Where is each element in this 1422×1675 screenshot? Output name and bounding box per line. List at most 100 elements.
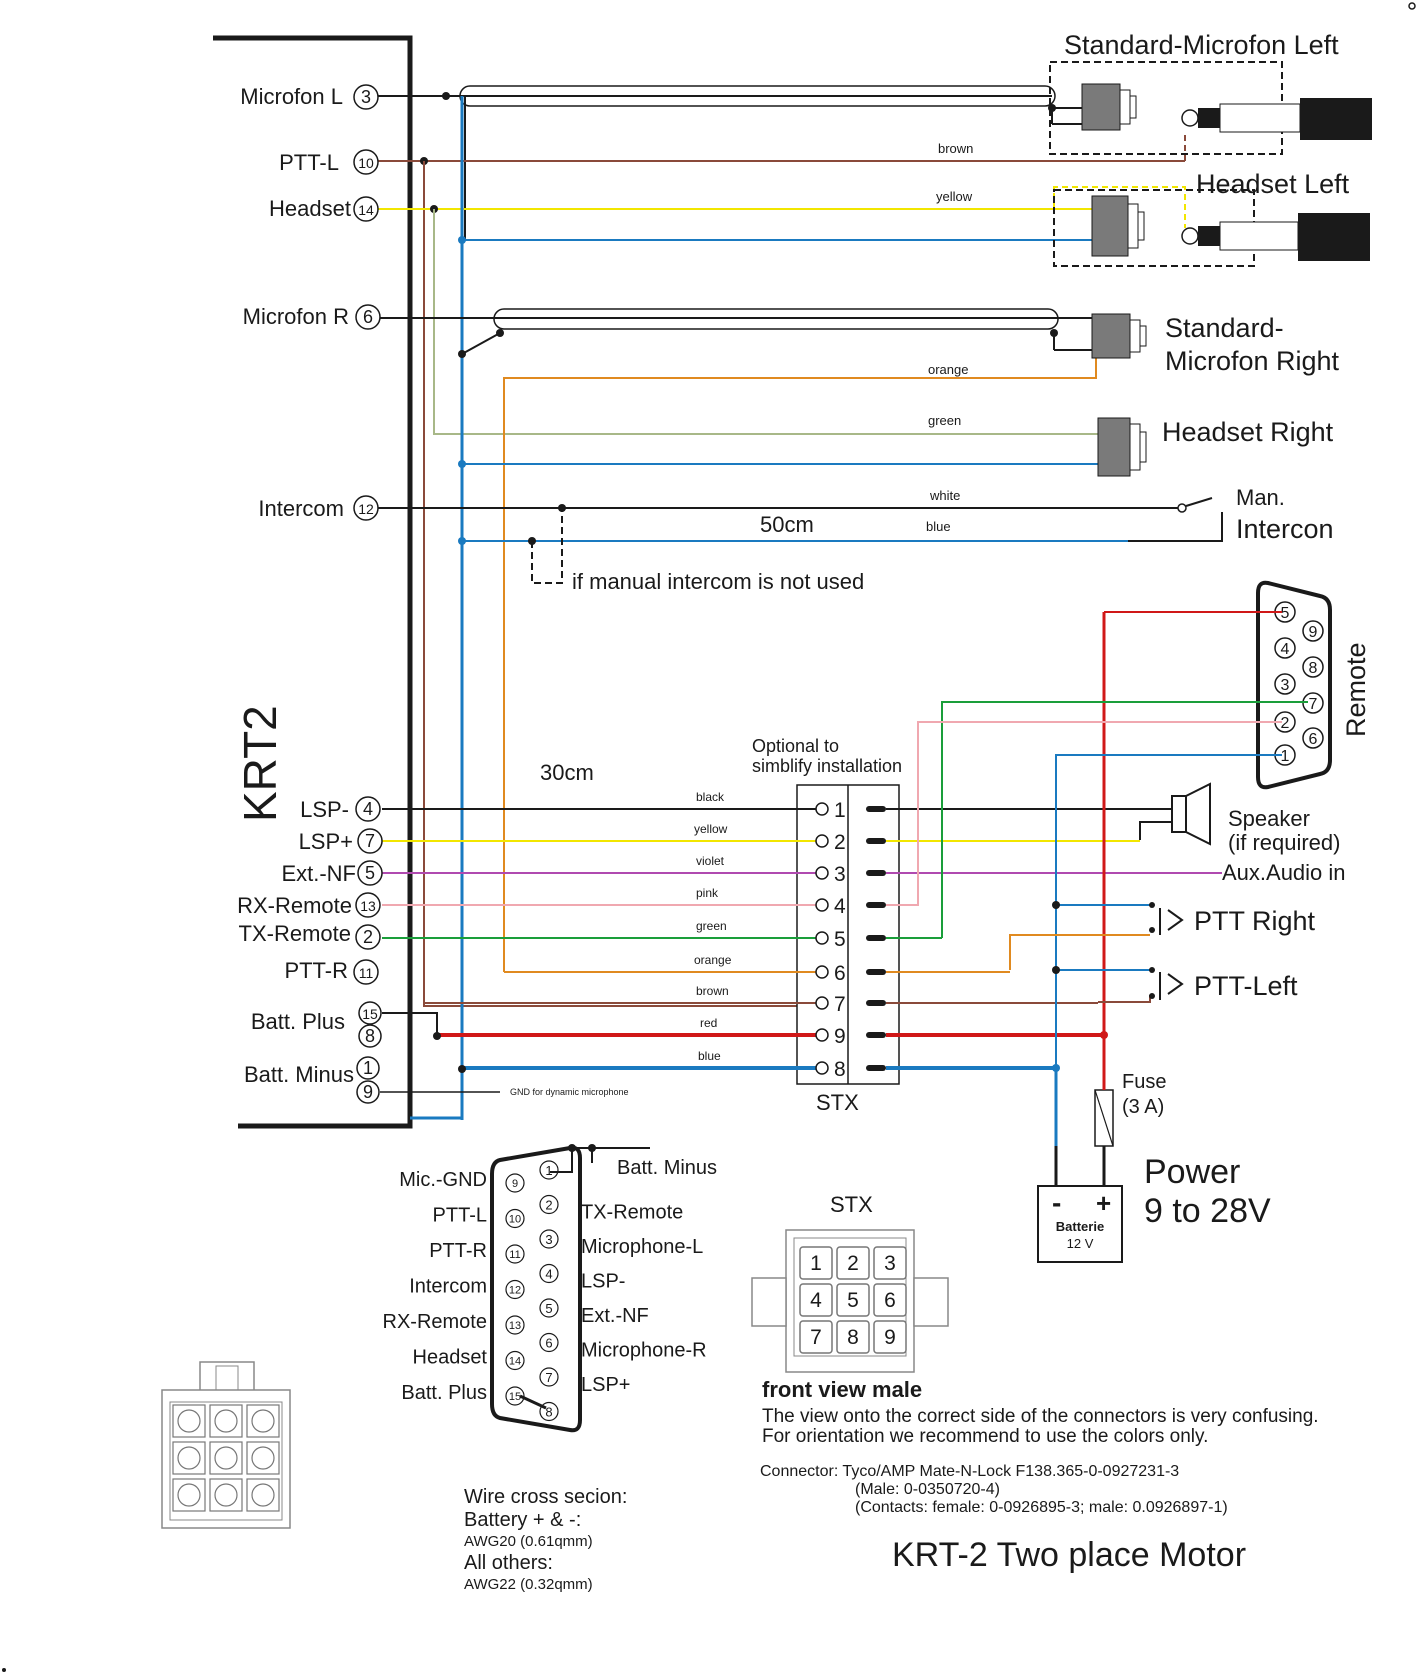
stx-wire-label: black: [696, 790, 725, 804]
dsub-pin-number: 4: [545, 1267, 552, 1282]
wire-section-line-3: AWG20 (0.61qmm): [464, 1533, 593, 1550]
female-cell-socket: [251, 1409, 275, 1433]
stx-front-cell: [873, 1283, 907, 1317]
wire-section-line-1: Wire cross secion:: [464, 1486, 627, 1508]
wire-label-white: white: [929, 488, 960, 503]
plug-headset-left: [1181, 213, 1370, 261]
stx-pin-blade: [866, 969, 886, 975]
dsub-pin-number: 1: [545, 1163, 552, 1178]
stx-pin-number: 5: [834, 928, 846, 951]
pin-number-14: 14: [358, 202, 374, 218]
pin-label-ext-nf: Ext.-NF: [281, 861, 356, 886]
pin-number-2: 2: [363, 927, 373, 947]
female-cell-socket: [214, 1446, 238, 1470]
fuse-label-2: (3 A): [1122, 1096, 1164, 1118]
wire-ptt-l-stx: [423, 161, 808, 1007]
dsub-left-label: Mic.-GND: [399, 1169, 487, 1191]
headset-left-label: Headset Left: [1196, 169, 1350, 199]
remote-pin: [1302, 656, 1324, 678]
female-cell-socket: [251, 1483, 275, 1507]
dsub-right-label: Microphone-R: [581, 1340, 707, 1362]
dsub-pin-number: 9: [512, 1178, 518, 1190]
lower-pin-labels: LSP- 4 LSP+ 7 Ext.-NF 5 RX-Remote 13 TX-…: [237, 796, 383, 1104]
pin-number-9: 9: [363, 1082, 373, 1102]
pin-label-intercom: Intercom: [258, 496, 344, 521]
dsub-pin: [505, 1208, 525, 1229]
stx-pin-socket: [815, 931, 829, 945]
pin-label-headset: Headset: [269, 196, 351, 221]
dsub-pin-number: 3: [545, 1232, 552, 1247]
dsub-right-label: LSP+: [581, 1374, 630, 1396]
remote-pin-number: 1: [1281, 748, 1290, 765]
remote-pin: [1274, 673, 1296, 695]
dsub-pin: [505, 1350, 525, 1371]
manual-intercom-note: if manual intercom is not used: [572, 569, 864, 594]
pin-number-15: 15: [362, 1006, 378, 1022]
battery-minus: -: [1052, 1187, 1061, 1218]
dsub-pin: [539, 1160, 559, 1180]
pin-label-batt-minus: Batt. Minus: [244, 1062, 354, 1087]
wire-remote-rx: [917, 721, 1282, 906]
fuse-label-1: Fuse: [1122, 1071, 1166, 1093]
stx-front-cell-number: 4: [810, 1289, 822, 1312]
stx-pin-socket: [815, 866, 829, 880]
dsub-bridge: [519, 1394, 547, 1410]
dsub-pin: [539, 1298, 559, 1318]
pin-number-8: 8: [365, 1026, 375, 1046]
stx-wire-label: red: [700, 1016, 717, 1030]
ptt-right-switch: [1009, 901, 1184, 970]
remote-pin: [1302, 620, 1324, 642]
female-cell-socket: [214, 1409, 238, 1433]
pin-number-1: 1: [363, 1058, 373, 1078]
stx-label: STX: [816, 1090, 859, 1115]
left-pin-labels: Microfon L 3 PTT-L 10 Headset 14 Microfo…: [240, 84, 381, 521]
dsub-pin: [505, 1244, 525, 1264]
aux-audio-label: Aux.Audio in: [1222, 860, 1346, 885]
stx-front-cell: [799, 1246, 833, 1280]
dsub-left-label: Headset: [413, 1347, 488, 1369]
female-connector-cells: [172, 1404, 280, 1512]
dsub-pin-number: 12: [509, 1285, 521, 1297]
dsub-pin: [505, 1315, 525, 1335]
stx-pin-socket: [815, 965, 829, 979]
stx-pin-number: 1: [834, 799, 846, 822]
female-cell-socket: [177, 1409, 201, 1433]
gnd-note: GND for dynamic microphone: [510, 1087, 629, 1097]
dsub-right-label: Batt. Minus: [617, 1157, 717, 1179]
dsub-right-label: Ext.-NF: [581, 1305, 649, 1327]
length-50cm: 50cm: [760, 512, 814, 537]
dsub-pin: [505, 1173, 525, 1193]
wire-section-line-2: Battery + & -:: [464, 1509, 581, 1531]
pin-label-batt-plus: Batt. Plus: [251, 1009, 345, 1034]
fuse-symbol: [1094, 1089, 1114, 1186]
wire-headset-right-green: [433, 209, 1098, 435]
pin-number-12: 12: [358, 501, 374, 517]
stx-wire-label: pink: [696, 886, 719, 900]
std-mic-left-label: Standard-Microfon Left: [1064, 30, 1339, 60]
stx-pin-number: 2: [834, 831, 846, 854]
pin-number-10: 10: [358, 155, 374, 171]
dsub-pin-number: 8: [545, 1405, 552, 1420]
stx-front-cell-number: 8: [847, 1326, 859, 1349]
wire-label-green: green: [928, 413, 961, 428]
stx-wire-label: violet: [696, 854, 725, 868]
stx-pin-blade: [866, 806, 886, 812]
wire-section-line-4: All others:: [464, 1552, 553, 1574]
dsub-left-label: RX-Remote: [383, 1311, 487, 1333]
dsub-pin: [539, 1229, 559, 1249]
female-cell-socket: [177, 1446, 201, 1470]
stx-front-note-2: For orientation we recommend to use the …: [762, 1426, 1208, 1447]
dsub-pins: 9Mic.-GND10PTT-L11PTT-R12Intercom13RX-Re…: [383, 1157, 717, 1422]
dsub-pin: [539, 1332, 559, 1353]
stx-front-cell: [799, 1320, 833, 1354]
remote-pin: [1302, 727, 1324, 749]
female-cell-socket: [214, 1483, 238, 1507]
krt2-label: KRT2: [234, 705, 286, 822]
stx-front-cell-number: 2: [847, 1252, 859, 1275]
stx-wire-label: brown: [696, 984, 729, 998]
stx-optional-2: simblify installation: [752, 756, 902, 776]
stx-pin-socket: [815, 802, 829, 816]
stx-front-title: STX: [830, 1192, 873, 1217]
remote-pin-number: 4: [1281, 641, 1290, 658]
